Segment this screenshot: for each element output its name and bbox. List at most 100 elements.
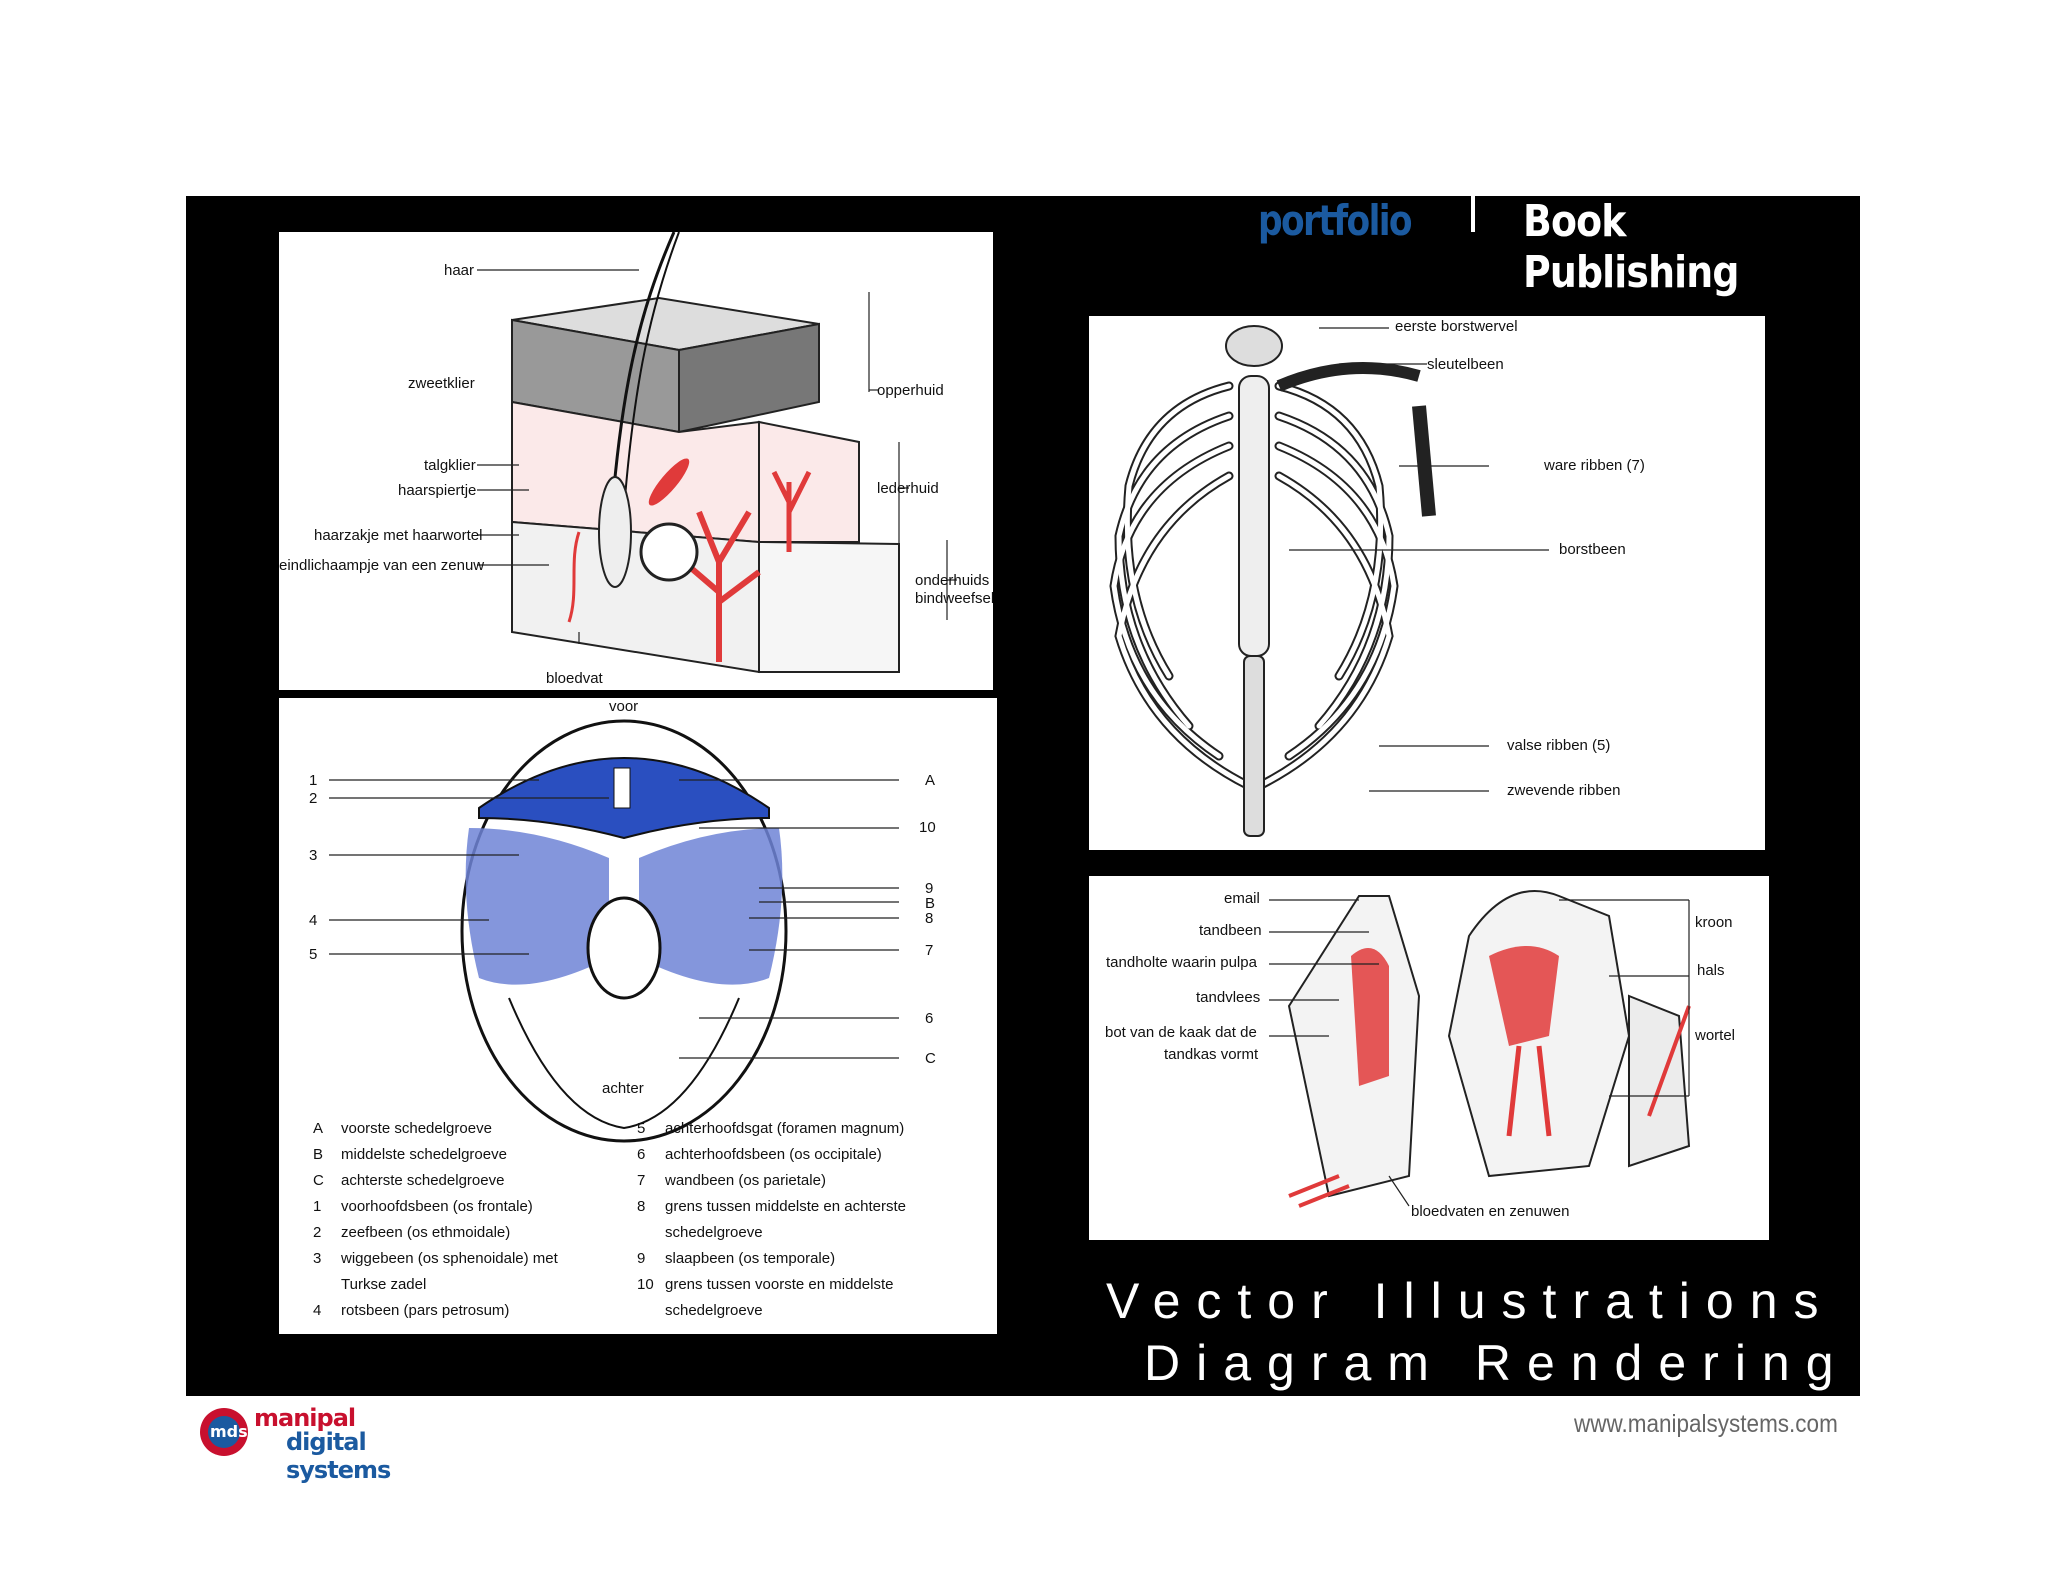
- logo-line-1: manipal: [254, 1404, 356, 1432]
- label-opperhuid: opperhuid: [877, 382, 944, 399]
- label-eerste-borstwervel: eerste borstwervel: [1395, 318, 1518, 335]
- legend-text: grens tussen middelste en achterste: [665, 1198, 906, 1215]
- legend-text: achterste schedelgroeve: [341, 1172, 505, 1189]
- legend-row: 1 voorhoofdsbeen (os frontale): [313, 1198, 533, 1215]
- label-haarspiertje: haarspiertje: [398, 482, 477, 499]
- website-url[interactable]: www.manipalsystems.com: [1574, 1410, 1838, 1438]
- legend-key: 7: [637, 1172, 646, 1189]
- skull-code-10: 10: [919, 819, 936, 836]
- skull-code-9: 9: [925, 880, 934, 897]
- legend-text: zeefbeen (os ethmoidale): [341, 1224, 511, 1241]
- label-eindlichaampje: eindlichaampje van een zenuw: [279, 557, 485, 574]
- tooth-illustration: [1269, 890, 1691, 1208]
- label-valse-ribben: valse ribben (5): [1507, 737, 1611, 754]
- legend-row: schedelgroeve: [637, 1224, 763, 1241]
- skull-code-C: C: [925, 1050, 936, 1067]
- skull-diagram-panel: voor achter 1 2 3 4 5 A 10 9 B 8 7 6 C A…: [279, 698, 997, 1334]
- company-logo: mds manipal digital systems: [196, 1404, 456, 1484]
- legend-text: grens tussen voorste en middelste: [665, 1276, 894, 1293]
- skull-code-6: 6: [925, 1010, 934, 1027]
- legend-text: achterhoofdsbeen (os occipitale): [665, 1146, 882, 1163]
- label-wortel: wortel: [1695, 1027, 1736, 1044]
- legend-key: A: [313, 1120, 324, 1137]
- label-tandkas: tandkas vormt: [1164, 1046, 1259, 1063]
- skull-code-B: B: [925, 895, 936, 912]
- label-onderhuids: onderhuids: [915, 572, 990, 589]
- legend-key: 4: [313, 1302, 322, 1319]
- tooth-diagram-panel: email tandbeen tandholte waarin pulpa ta…: [1089, 876, 1769, 1240]
- logo-line-2: digital systems: [286, 1428, 391, 1484]
- skull-number-3: 3: [309, 847, 318, 864]
- legend-row: 8 grens tussen middelste en achterste: [637, 1198, 906, 1215]
- legend-text: voorhoofdsbeen (os frontale): [341, 1198, 533, 1215]
- label-haar: haar: [444, 262, 475, 279]
- label-lederhuid: lederhuid: [877, 480, 939, 497]
- legend-row: 9 slaapbeen (os temporale): [637, 1250, 835, 1267]
- legend-key: 1: [313, 1198, 322, 1215]
- label-bloedvaten: bloedvaten en zenuwen: [1411, 1203, 1570, 1220]
- legend-key: 5: [637, 1120, 646, 1137]
- label-zwevende-ribben: zwevende ribben: [1507, 782, 1621, 799]
- legend-text: schedelgroeve: [665, 1302, 763, 1319]
- legend-key: 8: [637, 1198, 646, 1215]
- label-borstbeen: borstbeen: [1559, 541, 1626, 558]
- skull-illustration: [329, 719, 899, 1143]
- page-header: portfolio Book Publishing: [1258, 196, 1848, 298]
- ribcage-illustration: [1109, 325, 1549, 837]
- legend-key: 9: [637, 1250, 646, 1267]
- skull-code-7: 7: [925, 942, 934, 959]
- legend-row: schedelgroeve: [637, 1302, 763, 1319]
- header-divider: [1471, 196, 1475, 232]
- label-achter: achter: [602, 1080, 644, 1097]
- portfolio-heading: portfolio: [1258, 196, 1413, 245]
- label-bloedvat: bloedvat: [546, 670, 603, 687]
- skull-number-2: 2: [309, 790, 318, 807]
- legend-key: 2: [313, 1224, 322, 1241]
- legend-text: Turkse zadel: [341, 1276, 427, 1293]
- legend-text: achterhoofdsgat (foramen magnum): [665, 1120, 905, 1137]
- legend-row: 6 achterhoofdsbeen (os occipitale): [637, 1146, 882, 1163]
- label-tandbeen: tandbeen: [1199, 922, 1262, 939]
- legend-key: B: [313, 1146, 324, 1163]
- legend-text: rotsbeen (pars petrosum): [341, 1302, 510, 1319]
- skin-illustration: [477, 232, 957, 674]
- label-kroon: kroon: [1695, 914, 1733, 931]
- label-bindweefsel: bindweefsel: [915, 590, 993, 607]
- legend-row: 10 grens tussen voorste en middelste: [637, 1276, 893, 1293]
- legend-text: wiggebeen (os sphenoidale) met: [341, 1250, 558, 1267]
- legend-text: middelste schedelgroeve: [341, 1146, 507, 1163]
- legend-row: Turkse zadel: [313, 1276, 426, 1293]
- skull-code-A: A: [925, 772, 936, 789]
- skin-diagram-panel: haar zweetklier talgklier haarspiertje h…: [279, 232, 993, 690]
- skull-number-1: 1: [309, 772, 318, 789]
- legend-key: 10: [637, 1276, 654, 1293]
- legend-text: schedelgroeve: [665, 1224, 763, 1241]
- label-sleutelbeen: sleutelbeen: [1427, 356, 1504, 373]
- skull-number-4: 4: [309, 912, 318, 929]
- label-ware-ribben: ware ribben (7): [1544, 457, 1645, 474]
- label-tandvlees: tandvlees: [1196, 989, 1261, 1006]
- section-title: Book Publishing: [1523, 196, 1739, 298]
- legend-key: 6: [637, 1146, 646, 1163]
- legend-row: 5 achterhoofdsgat (foramen magnum): [637, 1120, 904, 1137]
- ribcage-diagram-panel: eerste borstwervel sleutelbeen ware ribb…: [1089, 316, 1765, 850]
- legend-text: slaapbeen (os temporale): [665, 1250, 836, 1267]
- label-email: email: [1224, 890, 1260, 907]
- label-zweetklier: zweetklier: [408, 375, 475, 392]
- label-bot-kaak: bot van de kaak dat de: [1105, 1024, 1257, 1041]
- mds-logo-mark-icon: [200, 1408, 248, 1456]
- legend-key: C: [313, 1172, 324, 1189]
- legend-row: 4 rotsbeen (pars petrosum): [313, 1302, 509, 1319]
- skull-code-8: 8: [925, 910, 934, 927]
- label-tandholte: tandholte waarin pulpa: [1106, 954, 1257, 971]
- label-talgklier: talgklier: [424, 457, 476, 474]
- skull-number-5: 5: [309, 946, 318, 963]
- label-voor: voor: [609, 698, 639, 715]
- label-hals: hals: [1697, 962, 1725, 979]
- logo-mark-text: mds: [210, 1422, 248, 1441]
